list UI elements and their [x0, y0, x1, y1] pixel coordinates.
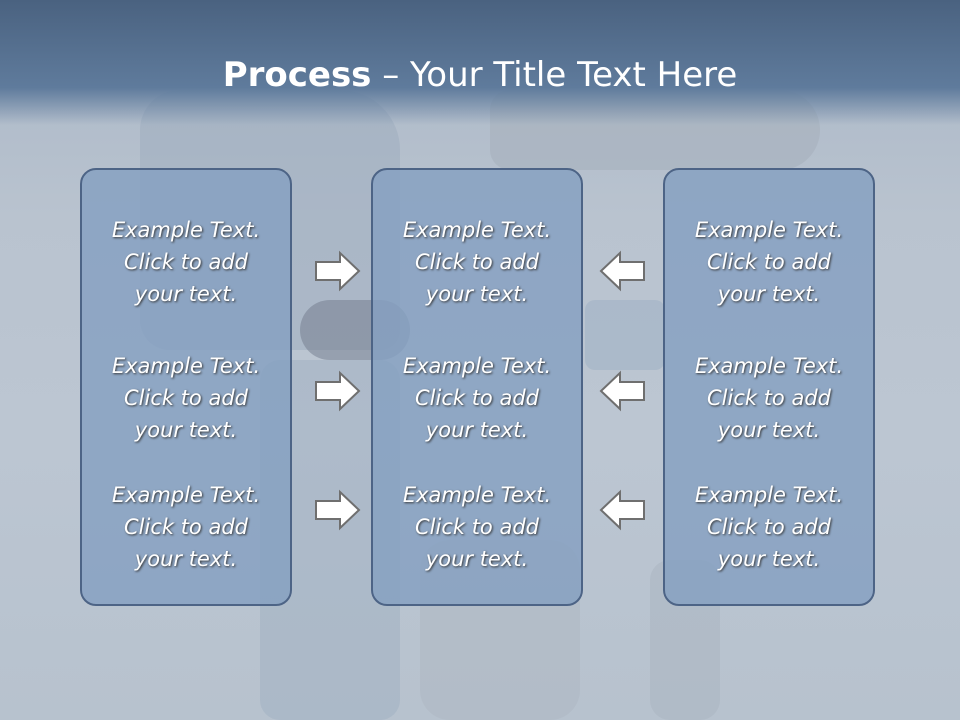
text-placeholder[interactable]: Example Text. Click to add your text.: [373, 350, 581, 446]
text-placeholder[interactable]: Example Text. Click to add your text.: [665, 479, 873, 575]
text-line: Click to add: [706, 515, 831, 539]
text-line: Example Text.: [402, 354, 552, 378]
process-column-center[interactable]: Example Text. Click to add your text. Ex…: [371, 168, 583, 606]
text-line: Example Text.: [402, 483, 552, 507]
text-line: your text.: [717, 418, 821, 442]
text-line: Click to add: [706, 250, 831, 274]
slide-title[interactable]: Process – Your Title Text Here: [0, 52, 960, 98]
text-line: Example Text.: [694, 218, 844, 242]
text-line: your text.: [134, 547, 238, 571]
title-bar: [0, 0, 960, 125]
text-placeholder[interactable]: Example Text. Click to add your text.: [82, 214, 290, 310]
title-bold: Process: [222, 55, 372, 95]
text-line: your text.: [425, 418, 529, 442]
text-line: Click to add: [414, 386, 539, 410]
arrow-right-icon: [314, 250, 362, 292]
text-placeholder[interactable]: Example Text. Click to add your text.: [665, 350, 873, 446]
text-line: Example Text.: [111, 218, 261, 242]
text-line: Example Text.: [694, 483, 844, 507]
text-line: Example Text.: [402, 218, 552, 242]
text-placeholder[interactable]: Example Text. Click to add your text.: [665, 214, 873, 310]
text-placeholder[interactable]: Example Text. Click to add your text.: [373, 214, 581, 310]
arrow-left-icon: [598, 370, 646, 412]
title-rest: – Your Title Text Here: [371, 55, 738, 95]
text-line: Click to add: [706, 386, 831, 410]
text-line: Click to add: [123, 515, 248, 539]
text-placeholder[interactable]: Example Text. Click to add your text.: [373, 479, 581, 575]
text-line: Click to add: [414, 250, 539, 274]
process-column-left[interactable]: Example Text. Click to add your text. Ex…: [80, 168, 292, 606]
text-line: Click to add: [414, 515, 539, 539]
text-line: Click to add: [123, 250, 248, 274]
text-line: your text.: [717, 547, 821, 571]
arrow-left-icon: [598, 489, 646, 531]
text-line: your text.: [425, 282, 529, 306]
text-placeholder[interactable]: Example Text. Click to add your text.: [82, 350, 290, 446]
text-line: Example Text.: [111, 354, 261, 378]
arrow-right-icon: [314, 370, 362, 412]
text-placeholder[interactable]: Example Text. Click to add your text.: [82, 479, 290, 575]
text-line: your text.: [717, 282, 821, 306]
arrow-right-icon: [314, 489, 362, 531]
text-line: your text.: [134, 418, 238, 442]
text-line: Click to add: [123, 386, 248, 410]
text-line: your text.: [134, 282, 238, 306]
text-line: your text.: [425, 547, 529, 571]
background-photo-shorts: [585, 300, 665, 370]
text-line: Example Text.: [694, 354, 844, 378]
process-column-right[interactable]: Example Text. Click to add your text. Ex…: [663, 168, 875, 606]
text-line: Example Text.: [111, 483, 261, 507]
arrow-left-icon: [598, 250, 646, 292]
